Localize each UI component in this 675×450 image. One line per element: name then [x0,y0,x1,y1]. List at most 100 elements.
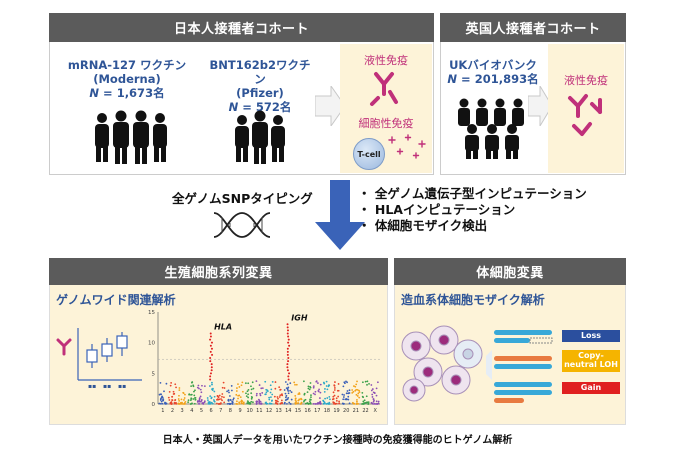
x-tick-label: 20 [343,408,349,414]
chromosome-8-points [226,385,235,405]
chromosome-20-points [341,380,351,405]
x-tick-label: 3 [181,408,184,414]
legend-loss: Loss [562,330,620,342]
chromosome-2-points [167,382,178,405]
peak-label-IGH: IGH [291,313,308,322]
legend-gain: Gain [562,382,620,394]
snp-typing-label: 全ゲノムSNPタイピング [172,191,313,206]
svg-text:▪▪: ▪▪ [118,383,126,390]
uk-humoral-label: 液性免疫 [564,74,608,87]
uk-biobank-name: UKバイオバンク [449,58,537,72]
uk-arrow-icon [528,86,552,126]
japan-humoral-label: 液性免疫 [364,54,408,67]
chromosome-6-points [206,381,216,405]
uk-crowd-icon [458,98,524,159]
pfizer-label: BNT162b2ワクチン (Pfizer) N = 572名 [205,58,315,114]
y-tick-label: 0 [152,402,156,408]
chromosome-15-points [293,381,303,405]
gwas-subtitle: ゲノムワイド関連解析 [56,293,176,307]
chromosome-22-points [361,380,370,405]
legend-cn-loh: Copy-neutral LOH [562,350,620,372]
x-tick-label: 1 [161,408,164,414]
x-tick-label: 7 [219,408,222,414]
chromosome-18-points [322,380,331,405]
x-tick-label: 11 [256,408,262,414]
x-tick-label: 18 [324,408,330,414]
pfizer-n: N = 572名 [228,100,292,114]
somatic-header: 体細胞変異 [394,258,626,285]
x-tick-label: 13 [275,408,281,414]
peak-IGH [286,323,291,381]
x-tick-label: 19 [333,408,339,414]
sparkle-icon [388,134,426,159]
gwas-boxplot-icon: ▪▪ ▪▪ ▪▪ [56,328,142,390]
x-tick-label: 8 [229,408,232,414]
pfizer-crowd-icon [235,110,285,164]
chromosome-5-points [196,384,206,405]
bullet-mosaic-detection: ・ 体細胞モザイク検出 [358,218,488,233]
chromosome-11-points [255,380,264,405]
antibody-icon [370,72,398,106]
x-tick-label: 15 [295,408,301,414]
japan-arrow-icon [315,86,345,126]
figure-caption: 日本人・英国人データを用いたワクチン接種時の免疫獲得能のヒトゲノム解析 [162,435,513,446]
japan-cohort-panel [49,42,434,175]
chromosome-1-points [158,382,168,405]
moderna-label: mRNA-127 ワクチン (Moderna) N = 1,673名 [62,58,192,100]
chromosome-icon [486,330,553,403]
moderna-company: (Moderna) [93,72,161,86]
uk-cohort-header: 英国人接種者コホート [440,13,626,42]
dna-icon [213,212,271,238]
chromosome-17-points [312,380,322,405]
moderna-crowd-icon [95,110,167,164]
uk-immunity-panel [548,44,624,173]
chromosome-9-points [235,381,245,405]
chromosome-14-points [283,381,293,405]
uk-cohort-panel [440,42,626,175]
x-tick-label: 22 [362,408,368,414]
analysis-bullets: ・ 全ゲノム遺伝子型インピュテーション ・ HLAインピュテーション ・ 体細胞… [358,186,587,234]
pfizer-company: (Pfizer) [236,86,284,100]
y-tick-label: 5 [152,371,156,377]
uk-biobank-label: UKバイオバンク N = 201,893名 [443,58,543,86]
x-tick-label: X [373,408,377,414]
svg-text:▪▪: ▪▪ [88,383,96,390]
uk-n: N = 201,893名 [447,72,539,86]
chromosome-10-points [244,381,255,405]
moderna-n: N = 1,673名 [89,86,165,100]
bullet-hla-imputation: ・ HLAインピュテーション [358,202,516,217]
japan-cellular-label: 細胞性免疫 [358,117,414,130]
svg-text:▪▪: ▪▪ [103,383,111,390]
y-tick-label: 15 [148,310,155,316]
x-tick-label: 5 [200,408,203,414]
chromosome-16-points [303,380,312,405]
moderna-name: mRNA-127 ワクチン [67,58,187,72]
uk-antibody-icon [568,94,602,136]
y-tick-label: 10 [148,341,155,347]
pfizer-name: BNT162b2ワクチン [209,58,311,86]
tcell-label: T-cell [357,149,381,159]
chromosome-4-points [187,381,197,405]
somatic-subtitle: 造血系体細胞モザイク解析 [401,293,545,307]
chromosome-21-points [351,380,361,405]
japan-cohort-header: 日本人接種者コホート [49,13,434,42]
x-tick-label: 12 [266,408,272,414]
x-tick-label: 14 [285,408,291,414]
x-tick-label: 9 [238,408,241,414]
germline-header: 生殖細胞系列変異 [49,258,388,285]
x-tick-label: 2 [171,408,174,414]
chromosome-3-points [177,387,187,405]
bullet-genotype-imputation: ・ 全ゲノム遺伝子型インピュテーション [358,186,587,201]
peak-label-HLA: HLA [214,322,232,331]
blood-cells-icon [401,325,483,402]
x-tick-label: 10 [247,408,253,414]
x-tick-label: 6 [209,408,212,414]
chromosome-X-points [370,381,380,405]
x-tick-label: 4 [190,408,193,414]
chromosome-19-points [331,381,341,405]
tcell-icon: T-cell [353,138,385,170]
x-tick-label: 21 [353,408,359,414]
x-tick-label: 17 [314,408,320,414]
chromosome-13-points [273,381,284,405]
chromosome-12-points [264,380,274,405]
